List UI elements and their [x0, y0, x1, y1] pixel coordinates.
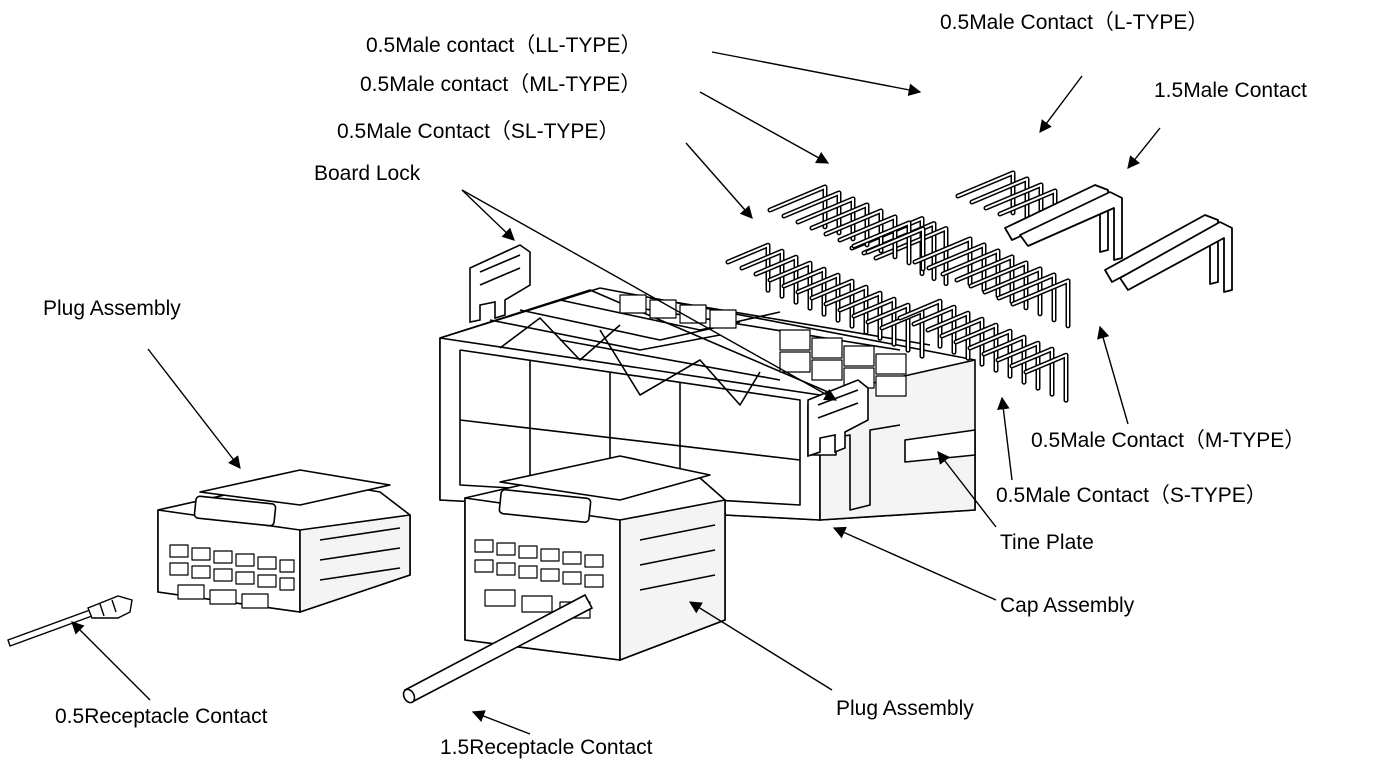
pin-s-type-highlight	[983, 336, 1025, 384]
male-contact-15-drawing	[1004, 184, 1233, 293]
leader-male-15	[1127, 127, 1161, 169]
label-l-type: 0.5Male Contact（L-TYPE）	[940, 11, 1209, 34]
pin-ml-type-highlight	[811, 203, 868, 246]
leader-ll-type	[711, 51, 922, 97]
pin-s-type-highlight	[997, 342, 1039, 390]
pin-s-type-highlight	[899, 300, 941, 348]
pin-s-type-highlight	[1011, 348, 1053, 396]
label-receptacle-05: 0.5Receptacle Contact	[55, 705, 268, 728]
pin-s-type-highlight	[913, 306, 955, 354]
label-s-type: 0.5Male Contact（S-TYPE）	[996, 484, 1267, 507]
label-tine-plate: Tine Plate	[1000, 531, 1094, 554]
leader-cap-assembly	[832, 526, 997, 601]
pin-ml-type-highlight	[839, 215, 896, 258]
pin-s-type-highlight	[969, 330, 1011, 378]
pin-sl-type-highlight	[741, 250, 783, 298]
pin-sl-type-highlight	[783, 268, 825, 316]
label-cap-assembly: Cap Assembly	[1000, 594, 1135, 617]
plug-assembly-left-drawing	[157, 469, 411, 613]
pin-ml-type-highlight	[853, 221, 910, 264]
leader-ml-type	[699, 91, 830, 164]
pin-sl-type-highlight	[755, 256, 797, 304]
pin-s-type-highlight	[1025, 354, 1067, 402]
label-male-15: 1.5Male Contact	[1154, 79, 1307, 102]
pin-s-type-highlight	[927, 312, 969, 360]
leader-plug-assembly-left	[147, 348, 241, 469]
pin-ml-type-highlight	[769, 185, 826, 228]
label-receptacle-15: 1.5Receptacle Contact	[440, 736, 653, 759]
pin-ll-type-highlight	[875, 227, 947, 285]
receptacle-contact-15-drawing	[402, 593, 594, 704]
leader-tine-plate	[937, 451, 997, 528]
pin-sl-type-highlight	[867, 304, 909, 352]
leader-m-type	[1097, 325, 1129, 425]
leader-board-lock-2	[461, 189, 838, 401]
leader-l-type	[1039, 75, 1083, 134]
pin-m-type-highlight	[928, 243, 985, 291]
leader-receptacle-15	[471, 710, 531, 735]
label-plug-assembly-left: Plug Assembly	[43, 297, 181, 320]
board-lock-right	[807, 379, 869, 458]
label-ml-type: 0.5Male contact（ML-TYPE）	[360, 73, 642, 96]
pin-sl-type-highlight	[727, 244, 769, 292]
leader-plug-assembly-right	[688, 601, 833, 691]
pin-sl-type-highlight	[825, 286, 867, 334]
pin-m-type-highlight	[970, 261, 1027, 309]
pin-sl-type-highlight	[769, 262, 811, 310]
pin-m-type-highlight	[1012, 279, 1069, 327]
pin-m-type-highlight	[942, 249, 999, 297]
label-m-type: 0.5Male Contact（M-TYPE）	[1031, 429, 1306, 452]
male-contact-pins	[725, 170, 1071, 403]
pin-s-type-highlight	[955, 324, 997, 372]
leader-lines	[71, 51, 1161, 735]
label-sl-type: 0.5Male Contact（SL-TYPE）	[337, 120, 620, 143]
pin-s-type	[1023, 352, 1069, 403]
pin-sl-type-highlight	[839, 292, 881, 340]
pin-ml-type-highlight	[867, 227, 924, 270]
leader-board-lock-1	[461, 189, 515, 241]
leader-sl-type	[685, 142, 753, 219]
label-board-lock: Board Lock	[314, 162, 421, 185]
pin-sl-type-highlight	[797, 274, 839, 322]
leader-s-type	[997, 396, 1013, 481]
pin-ml-type-highlight	[797, 197, 854, 240]
pin-m-type-highlight	[984, 267, 1041, 315]
pin-s-type-highlight	[941, 318, 983, 366]
plug-assembly-right-drawing	[464, 455, 726, 661]
board-lock-left	[469, 244, 531, 323]
pin-l-type-highlight	[957, 171, 1014, 214]
label-ll-type: 0.5Male contact（LL-TYPE）	[366, 34, 642, 57]
pin-m-type-highlight	[998, 273, 1055, 321]
pin-l-type-highlight	[971, 177, 1028, 220]
pin-sl-type-highlight	[853, 298, 895, 346]
pin-sl-type-highlight	[811, 280, 853, 328]
pin-m-type-highlight	[914, 237, 971, 285]
pin-ml-type-highlight	[825, 209, 882, 252]
label-plug-assembly-right: Plug Assembly	[836, 697, 974, 720]
receptacle-contact-05-drawing	[7, 595, 133, 647]
pin-m-type-highlight	[956, 255, 1013, 303]
pin-ml-type-highlight	[783, 191, 840, 234]
leader-receptacle-05	[71, 621, 151, 701]
